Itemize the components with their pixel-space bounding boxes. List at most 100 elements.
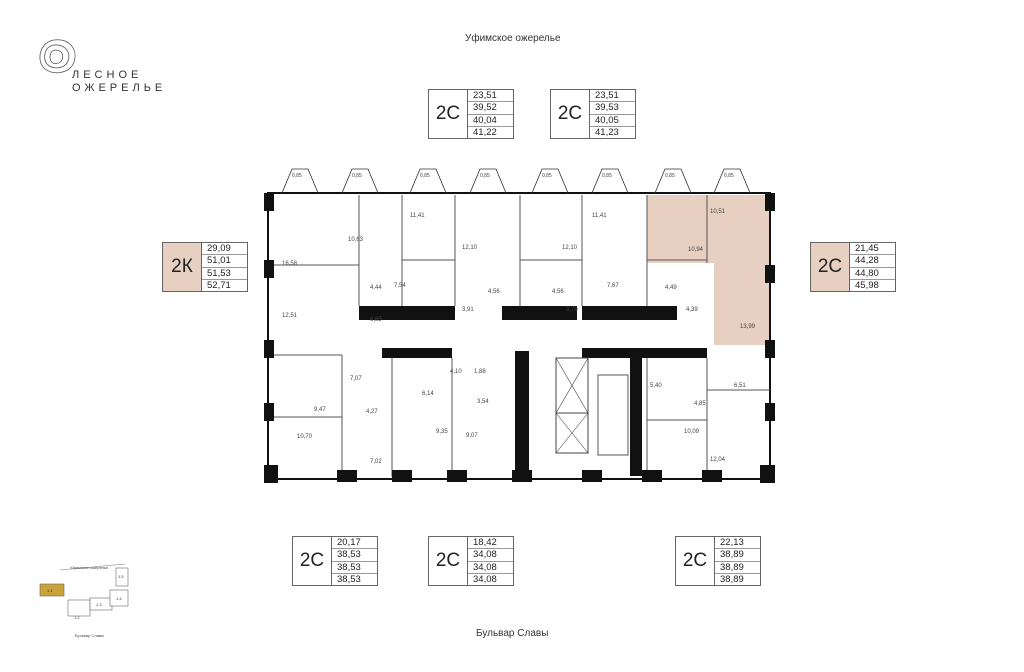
apartment-type: 2С	[428, 536, 467, 586]
area-value: 39,53	[590, 102, 635, 115]
elevator-2	[555, 412, 589, 454]
room-area-label: 7,67	[607, 283, 619, 289]
area-value: 52,71	[207, 279, 231, 291]
room-area-label: 4,56	[488, 289, 500, 295]
street-label-top: Уфимское ожерелье	[465, 33, 561, 44]
minimap-section-current	[39, 583, 65, 597]
room-area-label: 12,10	[562, 245, 578, 251]
room-area-label: 9,07	[466, 433, 478, 439]
room-area-label: 7,54	[394, 283, 406, 289]
room-area-label: 7,07	[350, 376, 362, 382]
area-value: 22,13	[715, 537, 760, 550]
highlighted-apartment-top-right	[647, 195, 769, 263]
area-value: 45,98	[855, 279, 879, 291]
area-value: 38,53	[332, 562, 377, 574]
area-value: 18,42	[468, 537, 513, 550]
balcony-area-label: 0,85	[480, 173, 490, 179]
area-value: 44,80	[850, 268, 895, 280]
balcony-area-label: 0,85	[724, 173, 734, 179]
bay-window	[281, 168, 319, 194]
room-area-label: 3,54	[477, 399, 489, 405]
highlighted-apartment-right	[714, 263, 769, 345]
svg-text:1.1: 1.1	[47, 588, 53, 593]
balcony-area-label: 0,85	[542, 173, 552, 179]
core-wall-left	[515, 351, 529, 476]
bay-window	[469, 168, 507, 194]
apartment-type: 2С	[810, 242, 849, 292]
partition-walls	[268, 195, 770, 477]
area-value: 38,53	[332, 549, 377, 562]
apartment-type: 2К	[162, 242, 201, 292]
room-area-label: 6,51	[734, 383, 746, 389]
room-area-label: 10,51	[710, 209, 726, 215]
balcony-area-label: 0,85	[352, 173, 362, 179]
balcony-area-label: 0,85	[602, 173, 612, 179]
room-area-label: 13,99	[740, 324, 756, 330]
area-value: 38,53	[337, 573, 361, 585]
area-value: 34,08	[468, 549, 513, 562]
room-area-label: 9,47	[314, 407, 326, 413]
room-area-label: 12,10	[462, 245, 478, 251]
street-label-bottom: Бульвар Славы	[476, 628, 549, 639]
brand-logo-icon	[39, 39, 76, 74]
room-area-label: 3,79	[566, 307, 578, 313]
room-area-label: 10,94	[688, 247, 704, 253]
core-wall-right	[630, 351, 642, 476]
corridor-wall-lower-left	[382, 348, 452, 358]
corridor-wall-lower-right	[582, 348, 707, 358]
room-area-label: 16,58	[282, 261, 298, 267]
apartment-type: 2С	[550, 89, 589, 139]
staircase	[597, 374, 629, 456]
room-area-label: 10,09	[684, 429, 700, 435]
corridor-wall-left	[359, 306, 455, 320]
minimap-street-bottom: Бульвар Славы	[75, 633, 104, 638]
room-area-label: 12,51	[282, 313, 298, 319]
bay-window	[409, 168, 447, 194]
room-area-label: 10,70	[297, 434, 313, 440]
area-value: 44,28	[850, 255, 895, 268]
area-value: 34,08	[468, 562, 513, 574]
apartment-type: 2С	[428, 89, 467, 139]
apartment-type: 2С	[675, 536, 714, 586]
bay-window	[341, 168, 379, 194]
room-area-label: 10,63	[348, 237, 364, 243]
area-value: 40,04	[468, 115, 513, 127]
room-area-label: 7,02	[370, 459, 382, 465]
apartment-type: 2С	[292, 536, 331, 586]
room-area-label: 3,91	[462, 307, 474, 313]
area-value: 51,53	[202, 268, 247, 280]
area-value: 51,01	[202, 255, 247, 268]
room-area-label: 12,04	[710, 457, 726, 463]
corridor-wall-right	[582, 306, 677, 320]
bay-window	[591, 168, 629, 194]
area-value: 29,09	[202, 243, 247, 256]
room-area-label: 4,49	[665, 285, 677, 291]
room-area-label: 4,39	[686, 307, 698, 313]
room-area-label: 6,85	[370, 317, 382, 323]
brand-name: ЛЕСНОЕ ОЖЕРЕЛЬЕ	[72, 69, 167, 94]
bay-window	[713, 168, 751, 194]
room-area-label: 6,14	[422, 391, 434, 397]
area-value: 40,05	[590, 115, 635, 127]
area-value: 41,23	[595, 126, 619, 138]
svg-text:1.2: 1.2	[74, 615, 80, 620]
area-value: 20,17	[332, 537, 377, 550]
area-value: 38,89	[715, 562, 760, 574]
minimap-street-top: Уфимское ожерелье	[70, 565, 109, 570]
room-area-label: 9,35	[436, 429, 448, 435]
